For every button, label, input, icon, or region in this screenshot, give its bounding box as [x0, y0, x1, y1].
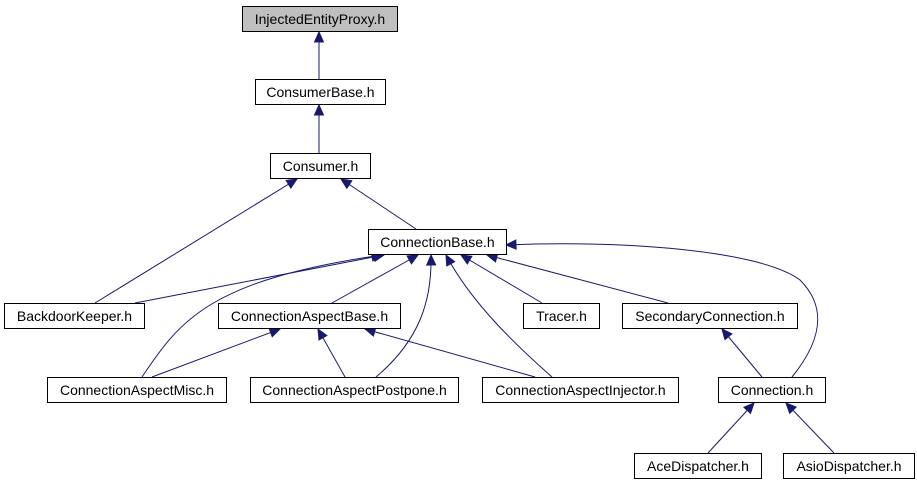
- node-secondary-connection[interactable]: SecondaryConnection.h: [622, 303, 798, 329]
- node-box[interactable]: [523, 303, 600, 329]
- edge-line: [94, 178, 298, 304]
- node-injected-entity-proxy[interactable]: InjectedEntityProxy.h: [242, 6, 398, 32]
- edge-connection-aspect-postpone-to-connection-aspect-base: [317, 327, 346, 378]
- edge-line: [331, 254, 419, 304]
- edge-line: [375, 254, 432, 378]
- edge-line: [785, 402, 835, 454]
- node-box[interactable]: [47, 377, 227, 403]
- edge-arrowhead: [313, 103, 325, 116]
- edge-line: [141, 254, 383, 378]
- edge-arrowhead: [317, 327, 328, 341]
- node-box[interactable]: [242, 6, 398, 32]
- node-box[interactable]: [783, 453, 915, 479]
- node-label[interactable]: BackdoorKeeper.h: [17, 308, 132, 324]
- node-label[interactable]: ConsumerBase.h: [266, 84, 374, 100]
- node-connection-aspect-postpone[interactable]: ConnectionAspectPostpone.h: [250, 377, 459, 403]
- node-box[interactable]: [250, 377, 459, 403]
- node-connection-aspect-misc[interactable]: ConnectionAspectMisc.h: [47, 377, 227, 403]
- edge-connection-aspect-postpone-to-connection-base: [375, 253, 437, 378]
- edge-connection-aspect-misc-to-connection-aspect-base: [151, 327, 282, 378]
- edge-backdoor-keeper-to-connection-base: [134, 251, 386, 304]
- node-label[interactable]: ConnectionAspectPostpone.h: [262, 382, 446, 398]
- nodes-layer: InjectedEntityProxy.hConsumerBase.hConsu…: [4, 6, 915, 479]
- node-consumer[interactable]: Consumer.h: [270, 153, 371, 179]
- node-connection-base[interactable]: ConnectionBase.h: [368, 229, 507, 255]
- node-label[interactable]: AsioDispatcher.h: [796, 458, 901, 474]
- edge-secondary-connection-to-connection-base: [485, 252, 669, 304]
- edge-connection-aspect-base-to-connection-base: [331, 254, 420, 304]
- edge-connection-base-to-consumer: [339, 178, 417, 230]
- node-label[interactable]: ConnectionBase.h: [380, 234, 494, 250]
- node-label[interactable]: ConnectionAspectInjector.h: [495, 382, 665, 398]
- edge-line: [134, 254, 385, 304]
- node-box[interactable]: [718, 377, 826, 403]
- node-label[interactable]: Tracer.h: [536, 308, 587, 324]
- node-box[interactable]: [4, 303, 145, 329]
- node-label[interactable]: Consumer.h: [283, 158, 358, 174]
- edge-ace-dispatcher-to-connection: [707, 402, 755, 454]
- edge-consumer-to-consumer-base: [313, 103, 325, 153]
- node-label[interactable]: AceDispatcher.h: [647, 458, 749, 474]
- edge-line: [505, 243, 819, 378]
- edge-line: [364, 328, 536, 378]
- node-connection-aspect-base[interactable]: ConnectionAspectBase.h: [218, 303, 401, 329]
- edge-line: [460, 254, 543, 304]
- edge-arrowhead: [743, 402, 755, 415]
- node-label[interactable]: SecondaryConnection.h: [635, 308, 784, 324]
- edge-arrowhead: [268, 327, 282, 338]
- node-box[interactable]: [255, 79, 386, 105]
- edge-line: [151, 328, 281, 378]
- node-label[interactable]: Connection.h: [731, 382, 814, 398]
- node-box[interactable]: [634, 453, 762, 479]
- node-box[interactable]: [270, 153, 371, 179]
- node-box[interactable]: [482, 377, 679, 403]
- edge-arrowhead: [406, 254, 420, 265]
- edge-arrowhead: [339, 178, 353, 190]
- edge-arrowhead: [504, 239, 517, 250]
- edge-arrowhead: [285, 178, 299, 189]
- edge-arrowhead: [445, 253, 456, 267]
- node-consumer-base[interactable]: ConsumerBase.h: [255, 79, 386, 105]
- node-label[interactable]: ConnectionAspectBase.h: [231, 308, 388, 324]
- node-box[interactable]: [622, 303, 798, 329]
- edge-line: [486, 254, 669, 304]
- edge-backdoor-keeper-to-consumer: [94, 178, 299, 304]
- node-connection[interactable]: Connection.h: [718, 377, 826, 403]
- node-box[interactable]: [218, 303, 401, 329]
- node-ace-dispatcher[interactable]: AceDispatcher.h: [634, 453, 762, 479]
- edge-arrowhead: [785, 402, 798, 415]
- edge-consumer-base-to-injected-entity-proxy: [313, 30, 325, 79]
- node-asio-dispatcher[interactable]: AsioDispatcher.h: [783, 453, 915, 479]
- edge-line: [445, 254, 553, 378]
- node-tracer[interactable]: Tracer.h: [523, 303, 600, 329]
- node-connection-aspect-injector[interactable]: ConnectionAspectInjector.h: [482, 377, 679, 403]
- edge-line: [707, 402, 755, 454]
- node-label[interactable]: ConnectionAspectMisc.h: [60, 382, 214, 398]
- edge-arrowhead: [313, 30, 325, 43]
- node-box[interactable]: [368, 229, 507, 255]
- edge-arrowhead: [721, 328, 733, 341]
- edge-tracer-to-connection-base: [459, 254, 543, 304]
- node-label[interactable]: InjectedEntityProxy.h: [255, 11, 385, 27]
- edge-asio-dispatcher-to-connection: [785, 402, 835, 454]
- node-backdoor-keeper[interactable]: BackdoorKeeper.h: [4, 303, 145, 329]
- edge-connection-to-secondary-connection: [721, 328, 763, 378]
- edge-connection-to-connection-base: [504, 239, 819, 378]
- edge-arrowhead: [425, 253, 437, 266]
- edge-connection-aspect-injector-to-connection-aspect-base: [363, 326, 536, 378]
- edge-arrowhead: [459, 254, 473, 265]
- edge-connection-aspect-injector-to-connection-base: [445, 253, 553, 378]
- edge-line: [340, 178, 417, 230]
